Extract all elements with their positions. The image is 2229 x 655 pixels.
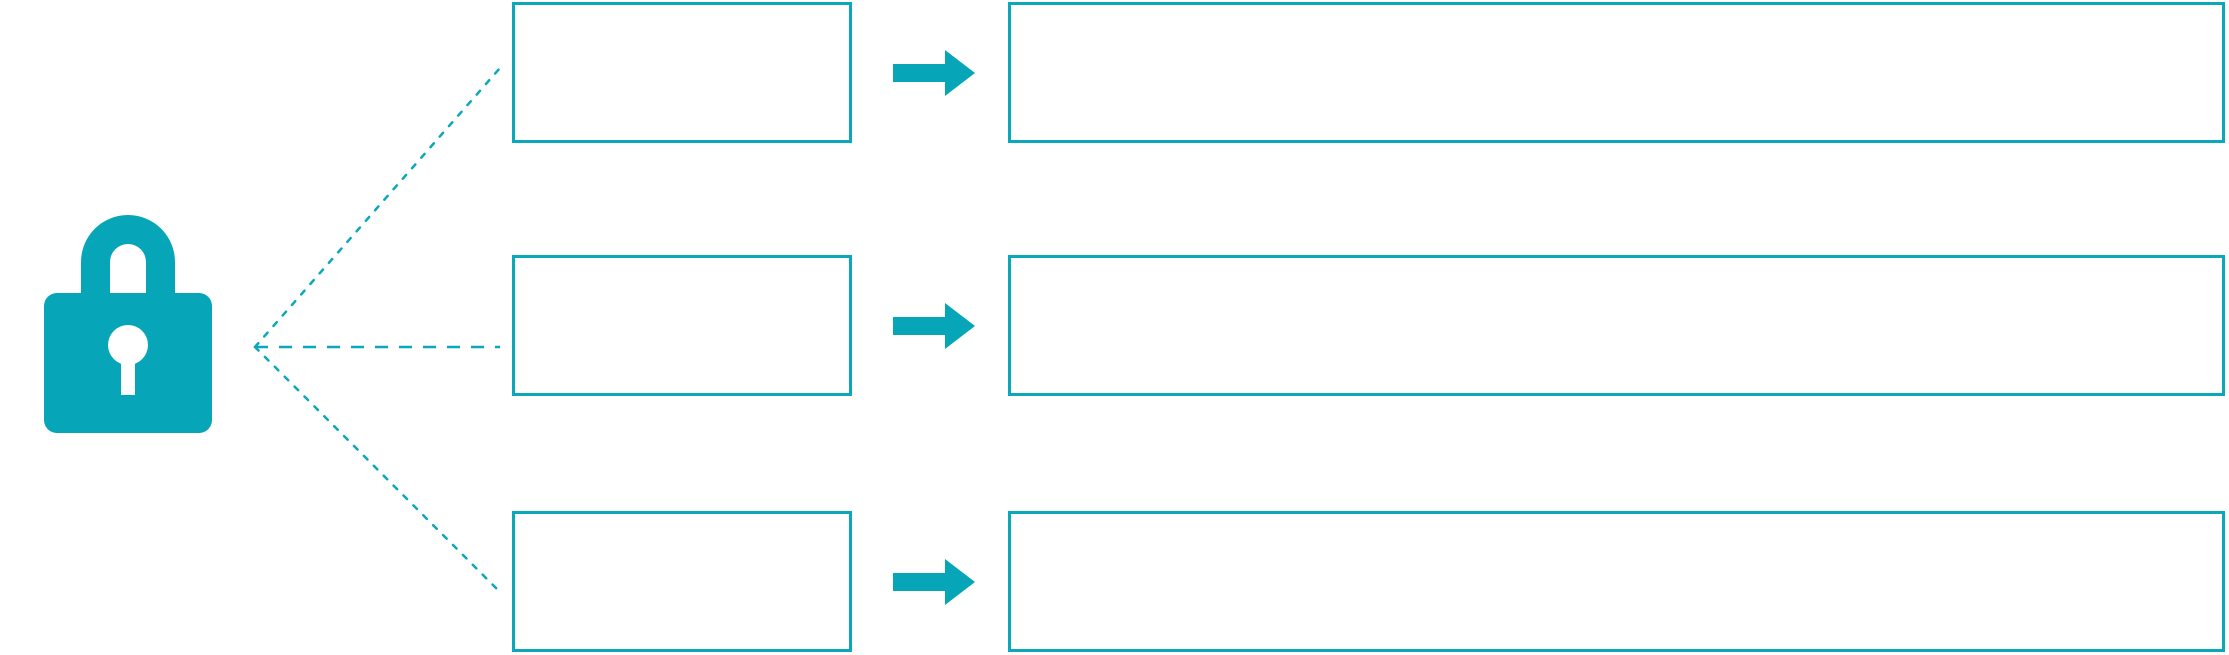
left-box-row-1[interactable] <box>512 2 852 143</box>
padlock-shackle-icon <box>81 215 175 307</box>
left-box-row-2[interactable] <box>512 255 852 396</box>
connector-line-row-1 <box>253 66 502 349</box>
arrow-right-icon-row-1 <box>893 50 975 96</box>
arrow-right-icon-row-3 <box>893 559 975 605</box>
arrow-right-icon-row-2 <box>893 303 975 349</box>
right-box-row-1[interactable] <box>1008 2 2225 143</box>
left-box-row-3[interactable] <box>512 511 852 652</box>
connector-line-row-3 <box>253 345 502 594</box>
right-box-row-3[interactable] <box>1008 511 2225 652</box>
padlock-keyhole-stem-icon <box>121 345 135 395</box>
right-box-row-2[interactable] <box>1008 255 2225 396</box>
padlock-icon <box>44 215 212 433</box>
